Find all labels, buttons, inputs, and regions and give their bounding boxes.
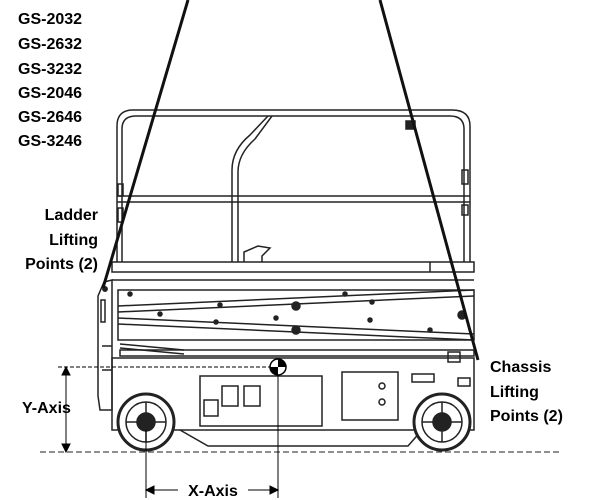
y-axis-label: Y-Axis <box>22 400 71 417</box>
chassis-lifting-cable <box>378 0 480 361</box>
model-label: GS-2032 <box>18 11 82 28</box>
center-of-gravity-icon <box>269 358 287 376</box>
model-label: GS-2046 <box>18 85 82 102</box>
ladder-assembly <box>97 279 113 411</box>
model-label: GS-2632 <box>18 36 82 53</box>
chassis-label-line: Chassis <box>490 359 551 376</box>
ladder-label-line: Lifting <box>49 232 98 249</box>
x-axis-label: X-Axis <box>188 483 238 500</box>
rear-wheel <box>412 392 472 452</box>
y-axis-dimension <box>58 365 270 454</box>
platform-deck <box>111 261 475 281</box>
ladder-label-line: Points (2) <box>25 256 98 273</box>
ladder-label-line: Ladder <box>45 207 98 224</box>
chassis-label-line: Lifting <box>490 384 539 401</box>
chassis <box>111 351 475 447</box>
model-label: GS-3246 <box>18 133 82 150</box>
ladder-lifting-cable <box>101 0 190 289</box>
model-list: GS-2032 GS-2632 GS-3232 GS-2046 GS-2646 … <box>18 11 82 150</box>
front-wheel <box>116 392 176 452</box>
platform-guardrail <box>116 109 471 262</box>
x-axis-dimension <box>144 375 280 498</box>
scissor-stack <box>117 289 475 357</box>
chassis-label-line: Points (2) <box>490 408 563 425</box>
chassis-lifting-points-label: Chassis Lifting Points (2) <box>490 359 563 425</box>
model-label: GS-2646 <box>18 109 82 126</box>
ladder-lifting-points-label: Ladder Lifting Points (2) <box>25 207 98 273</box>
model-label: GS-3232 <box>18 61 82 78</box>
